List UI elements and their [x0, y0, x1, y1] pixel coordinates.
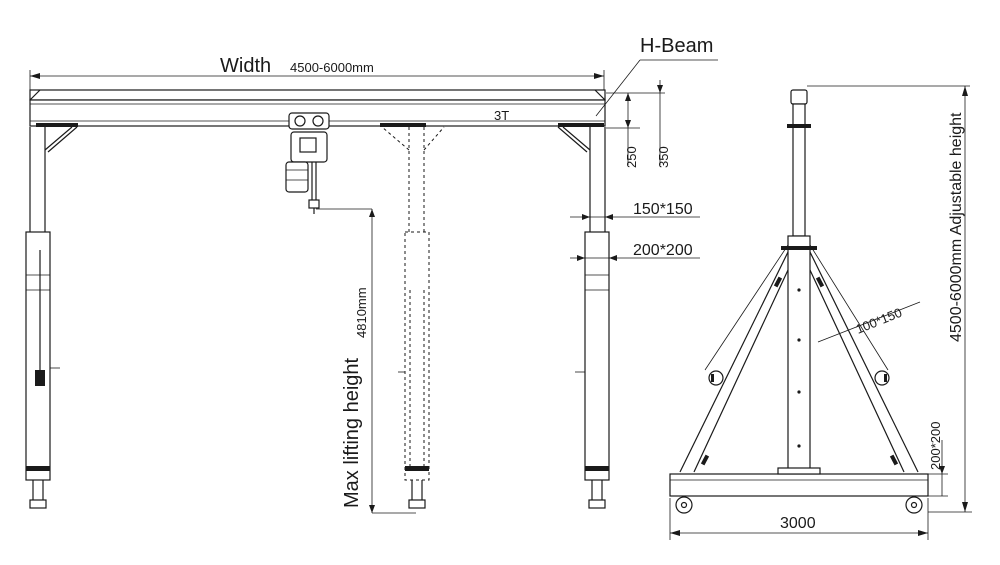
- middle-leg-phantom: [381, 126, 445, 509]
- h-beam-label: H-Beam: [640, 35, 713, 57]
- dim-350: 350: [656, 146, 671, 168]
- left-leg: [25, 126, 78, 509]
- base-width-dimension: 3000: [669, 498, 929, 540]
- base-width-label: 3000: [780, 515, 816, 532]
- right-leg: [557, 126, 610, 509]
- adjustable-height-label: 4500-6000mm Adjustable height: [948, 112, 965, 342]
- section-callouts: 150*150 200*200: [570, 201, 700, 261]
- lifting-height-dimension: 4810mm Max lifting height: [316, 208, 416, 514]
- width-label: Width: [220, 55, 271, 77]
- section-150: 150*150: [633, 201, 693, 218]
- side-view: 3000 100*150 200*200 4500-6000mm Adjusta…: [669, 85, 972, 540]
- adjustable-height-dimension: 4500-6000mm Adjustable height: [928, 86, 972, 513]
- section-200: 200*200: [633, 242, 693, 259]
- width-value: 4500-6000mm: [290, 60, 374, 75]
- brace-section: 100*150: [854, 305, 905, 337]
- beam-clamps: [36, 123, 604, 127]
- width-dimension: Width 4500-6000mm: [29, 55, 605, 92]
- front-view: Width 4500-6000mm 3T H-Beam: [25, 35, 718, 514]
- dim-250: 250: [624, 146, 639, 168]
- side-braces: [679, 244, 919, 473]
- capacity-label: 3T: [494, 108, 509, 123]
- base-height-dimension: 200*200: [928, 422, 948, 497]
- h-beam-leader: H-Beam: [595, 35, 718, 117]
- beam-height-dimensions: 250 350: [606, 80, 671, 168]
- base-section: 200*200: [928, 422, 943, 470]
- side-base: [669, 467, 929, 514]
- lift-height-label: Max lifting height: [341, 357, 363, 508]
- lift-height-value: 4810mm: [354, 287, 369, 338]
- brace-section-callout: 100*150: [817, 301, 921, 343]
- electric-hoist: [285, 112, 330, 214]
